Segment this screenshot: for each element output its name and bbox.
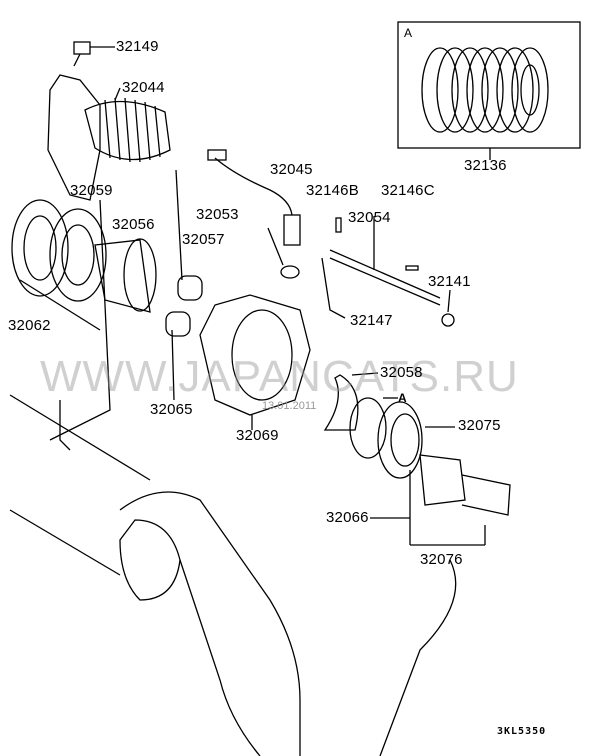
part-label[interactable]: 32054 — [348, 209, 391, 226]
spring-pack-32136 — [421, 47, 549, 133]
part-label[interactable]: 32075 — [458, 417, 501, 434]
part-label[interactable]: 32065 — [150, 401, 193, 418]
seal-32062 — [11, 199, 69, 297]
part-label[interactable]: 32058 — [380, 364, 423, 381]
ring — [349, 397, 387, 459]
detail-box — [397, 21, 581, 149]
part-label[interactable]: 32044 — [122, 79, 165, 96]
detail-box-label: A — [404, 26, 413, 40]
boot-32044 — [84, 97, 171, 163]
clip-32141 — [441, 313, 455, 327]
bearing-32059 — [49, 208, 107, 302]
hub-32075 — [377, 401, 423, 479]
part-label[interactable]: 32057 — [182, 231, 225, 248]
part-label[interactable]: 32146C — [381, 182, 435, 199]
bolt-32149 — [73, 41, 115, 67]
sensor-32045 — [283, 214, 301, 246]
housing-32069 — [199, 294, 311, 416]
bushing-32057 — [177, 275, 203, 301]
axle-shaft-32076 — [419, 454, 511, 516]
sleeve-32056 — [94, 238, 157, 313]
part-label[interactable]: 32045 — [270, 161, 313, 178]
part-label[interactable]: 32076 — [420, 551, 463, 568]
sensor-wire — [214, 157, 293, 216]
part-label[interactable]: 32136 — [464, 157, 507, 174]
date-stamp: 13.01.2011 — [262, 400, 317, 412]
part-label[interactable]: 32146B — [306, 182, 359, 199]
washer-32053 — [280, 265, 300, 279]
diagram-code: 3KL5350 — [497, 726, 547, 737]
part-label[interactable]: 32062 — [8, 317, 51, 334]
bushing-32065 — [165, 311, 191, 337]
part-label[interactable]: 32149 — [116, 38, 159, 55]
watermark: WWW.JAPANCATS.RU — [40, 352, 519, 401]
fork-32058 — [323, 374, 359, 431]
part-label[interactable]: 32147 — [350, 312, 393, 329]
axle-housing — [9, 394, 457, 756]
shift-rod-32054 — [329, 257, 441, 306]
part-label[interactable]: 32141 — [428, 273, 471, 290]
part-label[interactable]: 32056 — [112, 216, 155, 233]
reference-mark: A — [398, 391, 407, 405]
bracket — [47, 74, 101, 201]
part-label[interactable]: 32059 — [70, 182, 113, 199]
part-label[interactable]: 32066 — [326, 509, 369, 526]
part-label[interactable]: 32053 — [196, 206, 239, 223]
part-label[interactable]: 32069 — [236, 427, 279, 444]
